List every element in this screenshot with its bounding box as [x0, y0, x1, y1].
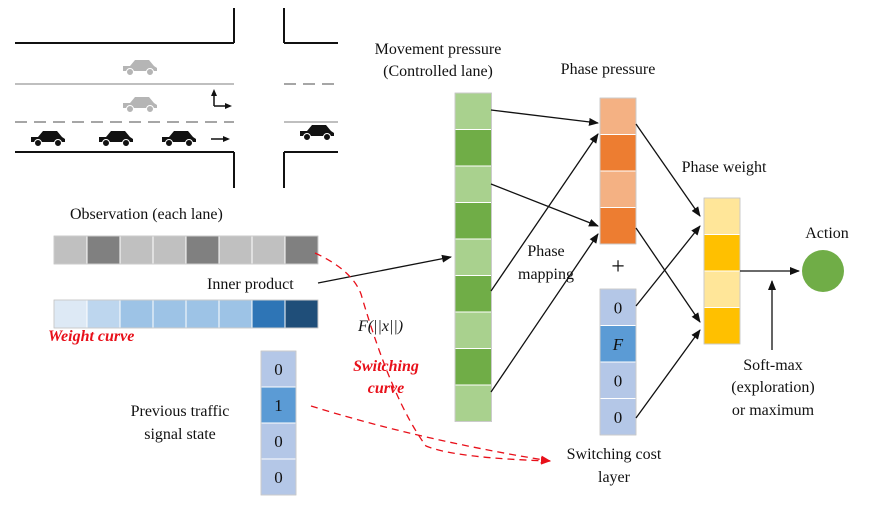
car-icon: [123, 60, 157, 76]
phase-pressure-cell: [599, 207, 637, 245]
previous-state-column: 0 1 0 0: [260, 350, 297, 496]
phase-pressure-cell: [599, 97, 637, 135]
phase-pressure-cell: [599, 170, 637, 208]
movement-pressure-column: [454, 92, 492, 422]
movement-pressure-cell: [454, 384, 492, 422]
weight-cell: [185, 299, 220, 329]
f-norm-label: F(||x||): [357, 318, 403, 335]
switching-cost-label: Switching cost: [567, 446, 662, 463]
previous-state-cell-value: 0: [274, 360, 283, 379]
switching-cost-sublabel: layer: [598, 469, 631, 486]
switching-cost-cell-value: F: [612, 335, 624, 354]
connection-arrows: [317, 109, 800, 419]
switching-curve-arrows: [310, 252, 551, 465]
observation-cell: [119, 235, 154, 265]
previous-state-cell: [260, 386, 297, 424]
car-icon: [31, 131, 65, 147]
weight-cell: [284, 299, 319, 329]
movement-pressure-cell: [454, 129, 492, 167]
phase-weight-cell: [703, 197, 741, 235]
movement-pressure-cell: [454, 92, 492, 130]
movement-pressure-label: Movement pressure: [375, 41, 502, 58]
phase-pressure-label: Phase pressure: [561, 61, 656, 78]
observation-label: Observation (each lane): [70, 206, 223, 223]
softmax-sublabel: (exploration): [731, 379, 815, 396]
movement-pressure-cell: [454, 202, 492, 240]
observation-cell: [284, 235, 319, 265]
weight-cell: [218, 299, 253, 329]
phase-weight-column: [703, 197, 741, 345]
observation-cell: [218, 235, 253, 265]
car-icon: [99, 131, 133, 147]
movement-pressure-cell: [454, 311, 492, 349]
previous-state-cell-value: 0: [274, 468, 283, 487]
observation-cell: [86, 235, 121, 265]
observation-cell-border: [53, 235, 319, 265]
observation-cell: [53, 235, 88, 265]
action-label: Action: [805, 225, 849, 242]
observation-cell: [152, 235, 187, 265]
switching-cost-cell: [599, 325, 637, 363]
phase-weight-cell: [703, 234, 741, 272]
movement-pressure-cell: [454, 348, 492, 386]
action-node: [802, 250, 844, 292]
car-icon: [123, 97, 157, 113]
switching-cost-cell-value: 0: [614, 371, 623, 390]
intersection-road: [15, 8, 338, 188]
phase-mapping-label: Phase: [527, 243, 564, 260]
switching-cost-cell-value: 0: [614, 298, 623, 317]
straight-arrow-icon: [211, 136, 230, 142]
switching-curve-label: Switching: [353, 358, 419, 375]
previous-state-cell-value: 1: [274, 396, 283, 415]
weight-vector: [53, 299, 319, 329]
movement-pressure-cell: [454, 238, 492, 276]
switching-curve-sublabel: curve: [368, 380, 404, 397]
weight-cell: [53, 299, 88, 329]
movement-pressure-sublabel: (Controlled lane): [383, 63, 493, 80]
switching-cost-cell: [599, 398, 637, 436]
phase-weight-cell: [703, 270, 741, 308]
switching-cost-cell-border: [599, 288, 637, 436]
weight-cell: [251, 299, 286, 329]
car-icon: [300, 125, 334, 141]
plus-sign: +: [611, 254, 625, 280]
switching-cost-cell-value: 0: [614, 408, 623, 427]
phase-weight-cell: [703, 307, 741, 345]
movement-pressure-cell: [454, 275, 492, 313]
observation-vector: [53, 235, 319, 265]
phase-pressure-cell-border: [599, 97, 637, 245]
previous-state-cell-border: [260, 350, 297, 496]
previous-state-cell-value: 0: [274, 432, 283, 451]
weight-cell: [152, 299, 187, 329]
previous-state-label: Previous traffic: [131, 403, 230, 420]
phase-weight-label: Phase weight: [682, 159, 767, 176]
previous-state-cell: [260, 422, 297, 460]
car-icon: [162, 131, 196, 147]
movement-pressure-cell: [454, 165, 492, 203]
weight-curve-label: Weight curve: [48, 328, 134, 345]
observation-cell: [185, 235, 220, 265]
weight-cell: [86, 299, 121, 329]
phase-mapping-sublabel: mapping: [518, 266, 574, 283]
phase-pressure-column: [599, 97, 637, 245]
previous-state-sublabel: signal state: [144, 426, 216, 443]
weight-cell-border: [53, 299, 319, 329]
phase-pressure-cell: [599, 134, 637, 172]
weight-cell: [119, 299, 154, 329]
left-turn-arrow-icon: [211, 89, 232, 109]
movement-pressure-cell-border: [454, 92, 492, 422]
observation-cell: [251, 235, 286, 265]
softmax-sublabel-2: or maximum: [732, 402, 815, 419]
softmax-label: Soft-max: [743, 357, 803, 374]
inner-product-label: Inner product: [207, 276, 294, 293]
